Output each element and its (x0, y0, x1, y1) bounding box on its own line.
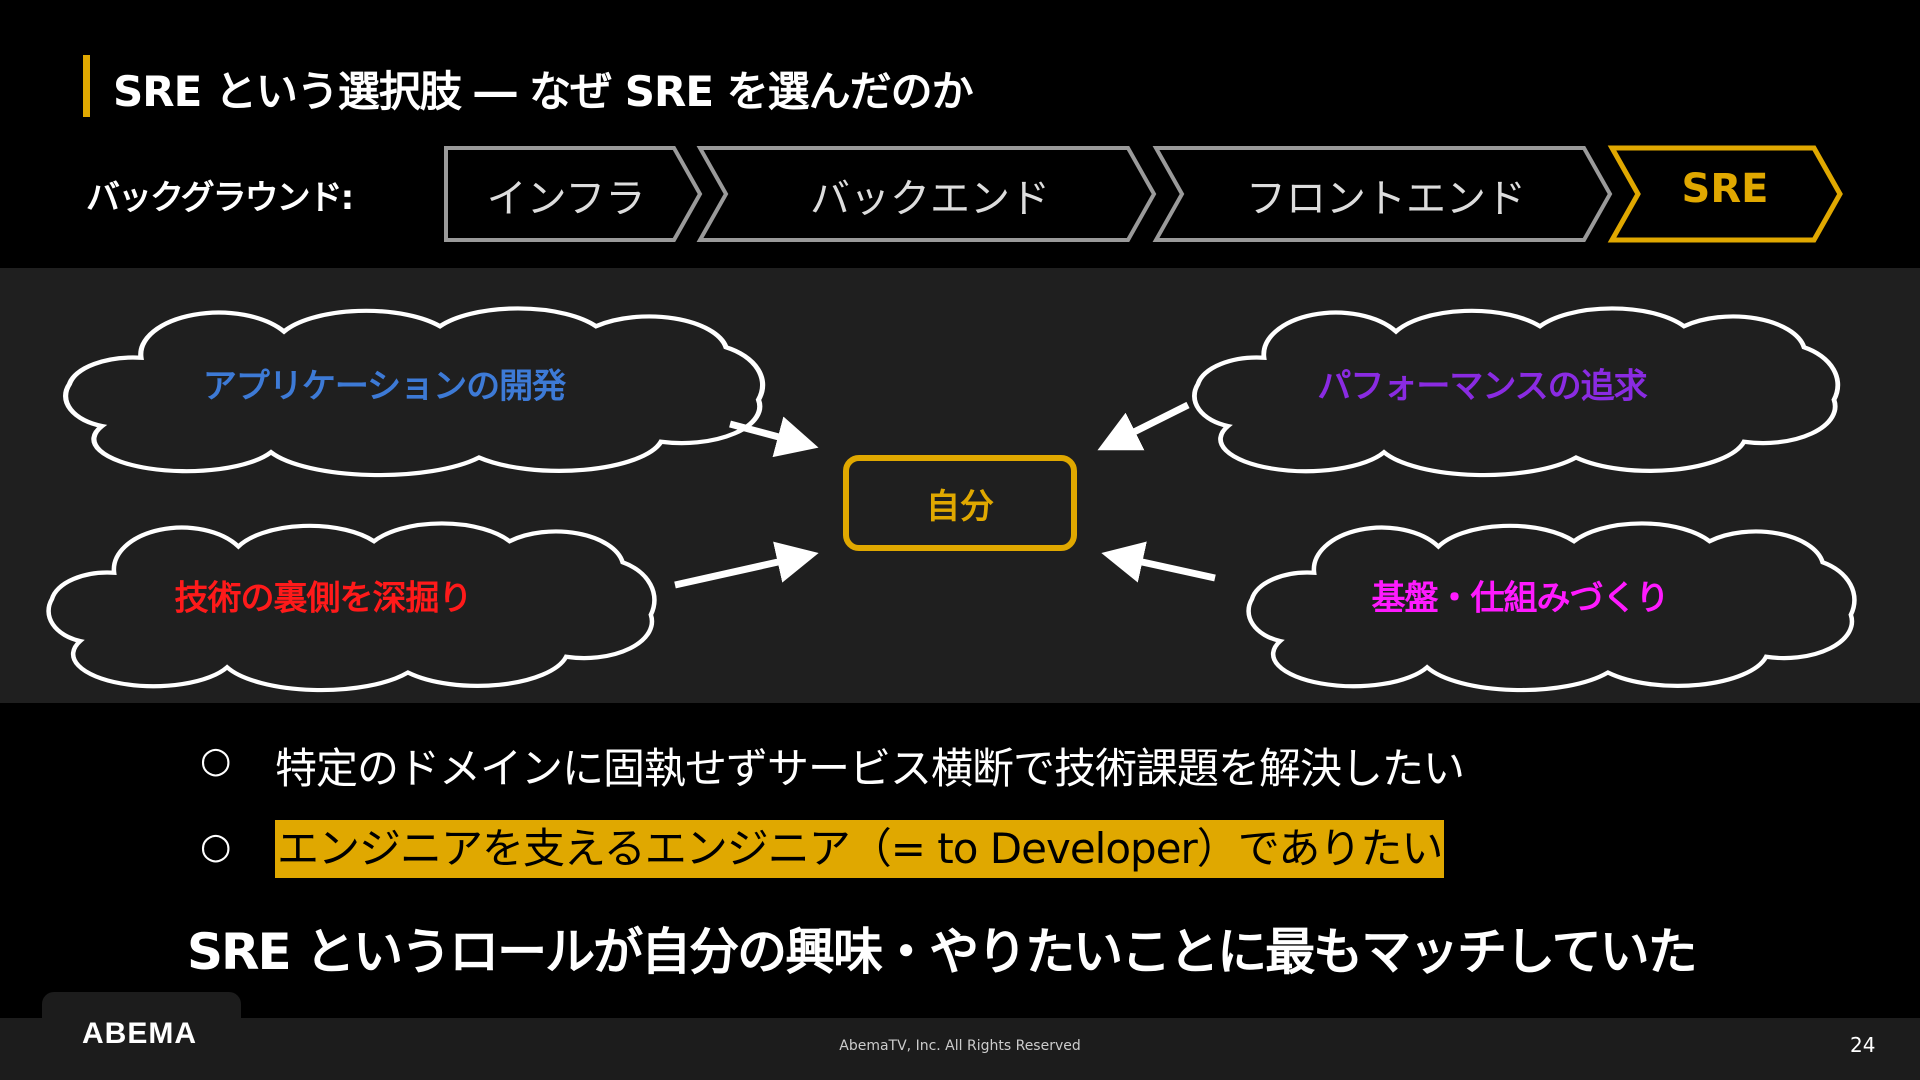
step-backend: バックエンド (810, 176, 1050, 222)
conclusion: SRE というロールが自分の興味・やりたいことに最もマッチしていた (187, 923, 1698, 981)
chevron-frontend (1152, 146, 1613, 242)
bullet-text-highlighted: エンジニアを支えるエンジニア（= to Developer）でありたい (275, 820, 1445, 878)
diagram-shapes (0, 0, 1920, 720)
arrow-icon (1097, 401, 1190, 451)
diagram-band (0, 268, 1920, 703)
self-box: 自分 (843, 455, 1077, 551)
step-sre: SRE (1681, 166, 1769, 212)
cloud-label-app-dev: アプリケーションの開発 (202, 366, 566, 407)
chevron-infra (444, 146, 703, 242)
self-label: 自分 (926, 486, 994, 527)
abema-logo: ABEMA (82, 1017, 197, 1050)
step-frontend: フロントエンド (1246, 176, 1526, 222)
cloud-label-infra-build: 基盤・仕組みづくり (1371, 578, 1670, 619)
cloud-label-performance: パフォーマンスの追求 (1317, 366, 1647, 407)
background-label: バックグラウンド: (86, 178, 354, 218)
bullet-icon: ○ (200, 740, 232, 781)
cloud-label-tech-deep: 技術の裏側を深掘り (174, 578, 473, 619)
chevron-sre (1607, 145, 1843, 243)
career-chevrons (444, 145, 1843, 243)
arrow-icon (729, 416, 819, 458)
copyright: AbemaTV, Inc. All Rights Reserved (839, 1038, 1081, 1054)
bullet-icon: ○ (200, 826, 232, 867)
page-title: SRE という選択肢 ― なぜ SRE を選んだのか (113, 67, 974, 116)
bullet-text: 特定のドメインに固執せずサービス横断で技術課題を解決したい (275, 744, 1465, 793)
chevron-backend (696, 146, 1157, 242)
arrow-icon (1101, 541, 1216, 583)
title-accent-bar (83, 55, 90, 117)
footer (0, 1018, 1920, 1080)
arrow-icon (674, 541, 819, 589)
page-number: 24 (1850, 1033, 1876, 1057)
step-infra: インフラ (486, 176, 646, 222)
logo-tab (42, 992, 241, 1080)
